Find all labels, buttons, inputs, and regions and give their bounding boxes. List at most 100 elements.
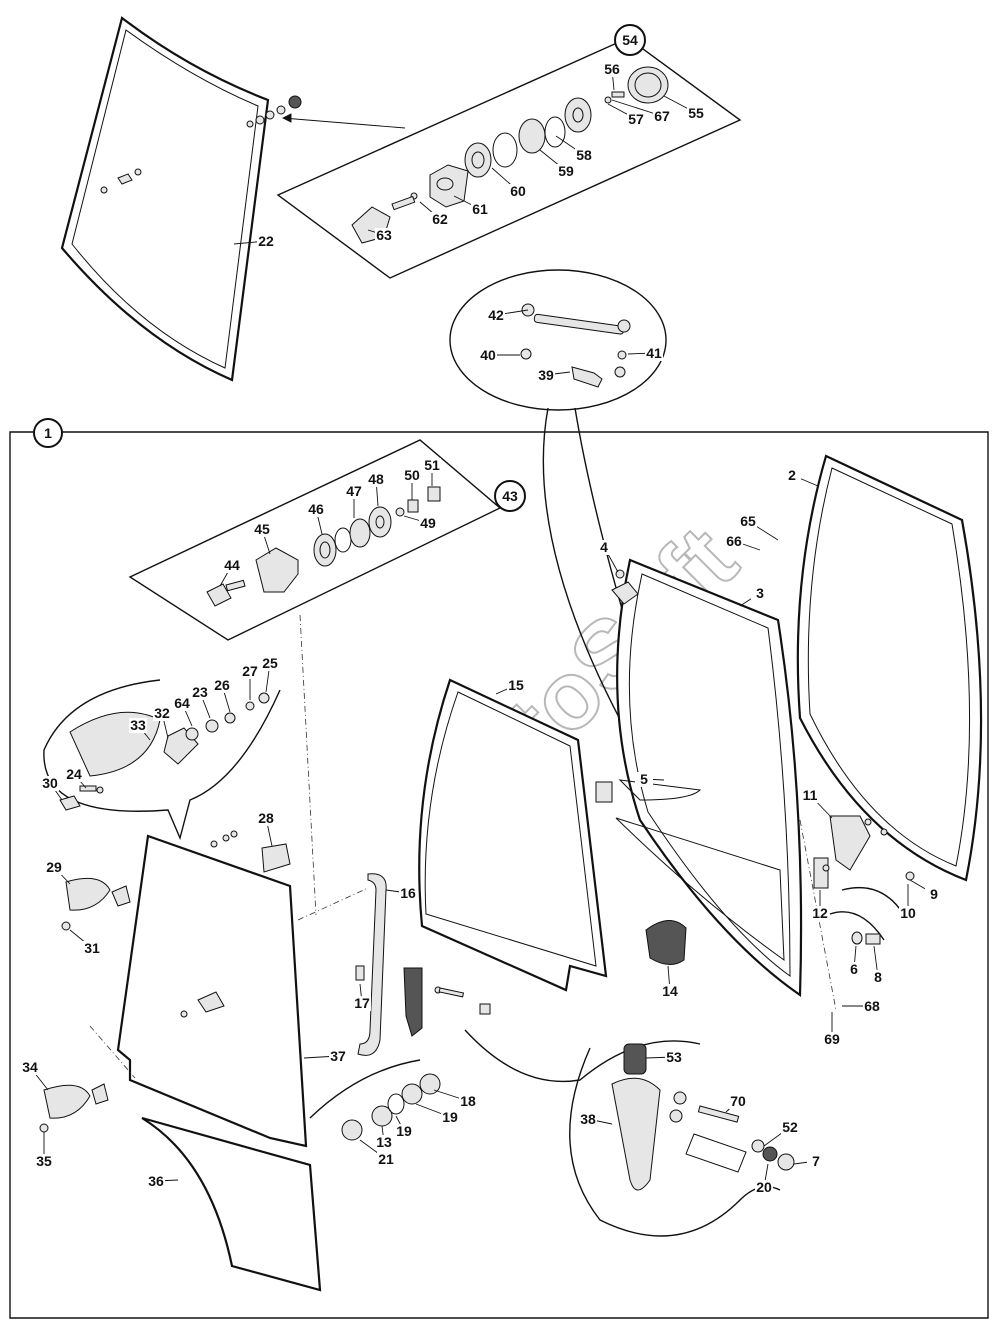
- bracket-16: [357, 873, 387, 1056]
- label-backdrop: [869, 970, 887, 985]
- part-number-27: 27: [242, 663, 258, 679]
- part-label-66: 66: [725, 533, 761, 551]
- part-number-6: 6: [850, 961, 858, 977]
- part-number-42: 42: [488, 307, 504, 323]
- part-number-19: 19: [396, 1123, 412, 1139]
- inset-rod-arc: [309, 1059, 421, 1119]
- part-number-46: 46: [308, 501, 324, 517]
- label-backdrop: [781, 1120, 799, 1135]
- part-number-3: 3: [756, 585, 764, 601]
- label-backdrop: [509, 184, 527, 199]
- part-number-30: 30: [42, 775, 58, 791]
- part-label-10: 10: [899, 884, 917, 921]
- callout-1-text: 1: [44, 425, 52, 441]
- part-number-48: 48: [368, 471, 384, 487]
- part-number-16: 16: [400, 885, 416, 901]
- label-backdrop: [367, 472, 385, 487]
- label-backdrop: [441, 1110, 459, 1125]
- label-backdrop: [307, 502, 325, 517]
- label-backdrop: [353, 996, 371, 1011]
- part-number-70: 70: [730, 1093, 746, 1109]
- part-number-5: 5: [640, 771, 648, 787]
- part-number-62: 62: [432, 211, 448, 227]
- part-label-52: 52: [763, 1119, 799, 1147]
- part-label-20: 20: [755, 1163, 773, 1195]
- part-number-33: 33: [130, 717, 146, 733]
- part-label-48: 48: [367, 471, 385, 507]
- part-number-14: 14: [662, 983, 678, 999]
- part-number-22: 22: [258, 233, 274, 249]
- label-backdrop: [739, 514, 757, 529]
- dash-rear-2: [89, 1025, 136, 1079]
- part-label-34: 34: [21, 1059, 49, 1091]
- part-number-66: 66: [726, 533, 742, 549]
- label-backdrop: [213, 678, 231, 693]
- part-label-30: 30: [41, 775, 63, 801]
- part-label-4: 4: [595, 539, 619, 573]
- arrowhead-box54: [281, 113, 292, 123]
- callout-54: 54: [614, 24, 646, 56]
- part-label-11: 11: [801, 787, 833, 819]
- part-label-47: 47: [345, 483, 363, 518]
- part-label-38: 38: [579, 1111, 613, 1127]
- rod-parts: [341, 1073, 441, 1141]
- bolt-6-8: [851, 931, 881, 945]
- part-label-67: 67: [611, 99, 671, 124]
- label-backdrop: [579, 1112, 597, 1127]
- part-number-47: 47: [346, 483, 362, 499]
- part-label-9: 9: [909, 879, 943, 902]
- assembly-43-parts: [206, 486, 441, 607]
- part-label-7: 7: [793, 1153, 825, 1169]
- part-number-23: 23: [192, 684, 208, 700]
- mirror-34-parts: [39, 1083, 109, 1133]
- part-label-59: 59: [539, 149, 575, 179]
- part-label-39: 39: [537, 367, 571, 383]
- part-number-52: 52: [782, 1119, 798, 1135]
- part-number-63: 63: [376, 227, 392, 243]
- part-number-67: 67: [654, 108, 670, 124]
- latch-11-12: [813, 815, 915, 889]
- part-label-41: 41: [627, 345, 663, 361]
- part-label-40: 40: [479, 347, 520, 363]
- callout-43: 43: [494, 480, 526, 512]
- part-number-19: 19: [442, 1109, 458, 1125]
- part-number-41: 41: [646, 345, 662, 361]
- box-54: [276, 37, 742, 279]
- callout-1: 1: [33, 418, 63, 448]
- part-label-17: 17: [353, 983, 371, 1011]
- label-backdrop: [375, 1135, 393, 1150]
- frame-1: [9, 431, 989, 1319]
- part-label-21: 21: [359, 1139, 395, 1167]
- part-label-18: 18: [433, 1089, 477, 1109]
- part-number-31: 31: [84, 940, 100, 956]
- label-backdrop: [645, 346, 663, 361]
- dash-rear-1: [297, 887, 369, 921]
- panel-36: [141, 1116, 322, 1292]
- label-backdrop: [45, 860, 63, 875]
- part-label-51: 51: [423, 457, 441, 486]
- label-backdrop: [653, 109, 671, 124]
- part-label-49: 49: [403, 515, 437, 531]
- part-label-58: 58: [555, 135, 593, 163]
- label-backdrop: [661, 984, 679, 999]
- label-backdrop: [257, 811, 275, 826]
- part-label-62: 62: [419, 201, 449, 227]
- label-backdrop: [65, 767, 83, 782]
- part-label-13: 13: [375, 1125, 393, 1150]
- part-number-25: 25: [262, 655, 278, 671]
- label-backdrop: [557, 164, 575, 179]
- part-number-9: 9: [930, 886, 938, 902]
- label-backdrop: [725, 534, 743, 549]
- inset-handle-bottom: [569, 1047, 781, 1237]
- part-label-57: 57: [607, 103, 645, 127]
- part-number-17: 17: [354, 995, 370, 1011]
- part-number-26: 26: [214, 677, 230, 693]
- part-label-23: 23: [191, 684, 211, 719]
- label-backdrop: [129, 718, 147, 733]
- inset-gas-strut: [449, 269, 667, 411]
- part-label-44: 44: [219, 557, 241, 587]
- label-backdrop: [377, 1152, 395, 1167]
- label-backdrop: [423, 458, 441, 473]
- mirror-28: [261, 843, 291, 873]
- part-label-14: 14: [661, 965, 679, 999]
